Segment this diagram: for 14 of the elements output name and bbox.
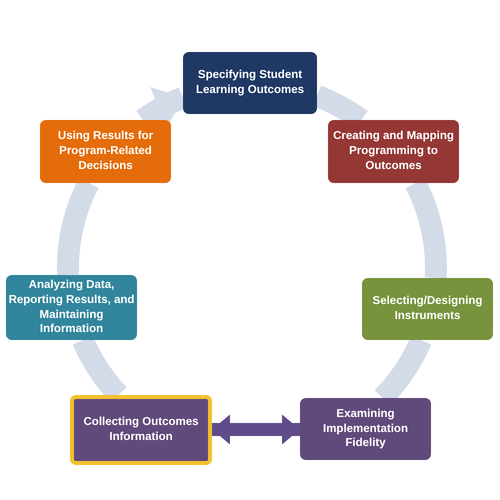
step-label: Using Results for Program-Related Decisions: [56, 129, 154, 174]
process-box: [328, 120, 459, 183]
process-box: [183, 52, 317, 114]
process-box: [40, 120, 171, 183]
step-label: Examining Implementation Fidelity: [322, 406, 409, 452]
process-box: [300, 398, 431, 460]
step-label: Analyzing Data, Reporting Results, and Maintaining Information: [8, 278, 135, 338]
process-box: [362, 278, 493, 340]
double-arrow: [212, 414, 300, 444]
process-box: [70, 395, 212, 465]
step-label: Specifying Student Learning Outcomes: [195, 68, 305, 98]
step-label: Selecting/Designing Instruments: [372, 294, 484, 324]
step-label: Creating and Mapping Programming to Outcomes: [332, 129, 455, 174]
step-label: Collecting Outcomes Information: [82, 415, 200, 445]
